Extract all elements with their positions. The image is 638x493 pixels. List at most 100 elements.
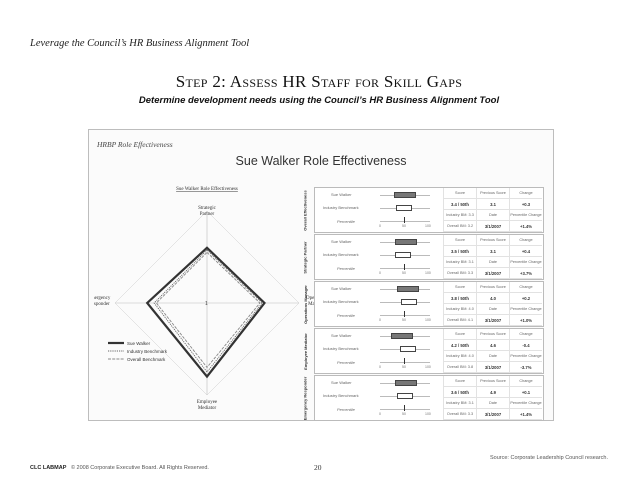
score-table-cell: Industry BM: 3.3 [443,210,476,221]
score-table-cell: Score [443,282,476,293]
percentile-label: Percentile [337,313,355,318]
score-table-cell: Industry BM: 4.0 [443,304,476,315]
percentile-marker [404,358,405,364]
tick-label: 100 [425,365,431,369]
percentile-label: Percentile [337,407,355,412]
tick-label: 0 [379,365,381,369]
score-table-cell: +0.3 [509,199,542,210]
score-table-cell: +0.4 [509,246,542,257]
score-table-cell: Overall BM: 3.3 [443,268,476,279]
benchmark-label: Industry Benchmark [323,299,359,304]
panel-category: Operations Manager [299,284,311,324]
benchmark-bar [396,205,412,211]
percentile-marker [404,405,405,411]
score-table-cell: 3/1/2007 [476,409,509,420]
score-bar [395,380,417,386]
page-number: 20 [314,463,322,472]
legend-label: Overall Benchmark [127,357,166,362]
score-bar [394,192,416,198]
score-table-cell: 3.5 / 50th [443,246,476,257]
score-table-cell: Previous Score [476,235,509,246]
score-table-cell: Change [509,188,542,199]
score-table-cell: 3.6 / 50th [443,387,476,398]
radar-axis-labels: StrategicPartnerOperationsManagerEmploye… [94,206,314,411]
tick-label: 100 [425,271,431,275]
percentile-axis [380,268,430,269]
score-table-cell: Score [443,329,476,340]
score-table-cell: Industry BM: 4.0 [443,351,476,362]
percentile-marker [404,264,405,270]
score-table-cell: Previous Score [476,282,509,293]
score-table-cell: +0.2 [509,293,542,304]
score-table-cell: Change [509,376,542,387]
person-label: Sue Walker [331,286,352,291]
score-table-cell: 3.8 / 50th [443,293,476,304]
panel-category: Overall Effectiveness [299,190,311,230]
tick-label: 50 [402,365,406,369]
tick-label: 50 [402,318,406,322]
score-table-cell: +1.0% [509,315,542,326]
score-table-cell: Overall BM: 3.3 [443,409,476,420]
score-table-cell: Score [443,235,476,246]
benchmark-label: Industry Benchmark [323,346,359,351]
score-table-cell: Percentile Change [509,257,542,268]
tick-label: 50 [402,224,406,228]
score-table-cell: Previous Score [476,188,509,199]
report-label: HRBP Role Effectiveness [97,140,173,149]
footer-brand: CLC LABMAP [30,465,67,471]
score-table-cell: Overall BM: 3.2 [443,221,476,232]
score-table-cell: Overall BM: 3.8 [443,362,476,373]
score-table-cell: Date [476,304,509,315]
person-label: Sue Walker [331,239,352,244]
benchmark-label: Industry Benchmark [323,393,359,398]
score-table-cell: Previous Score [476,329,509,340]
score-table-cell: Industry BM: 3.1 [443,257,476,268]
panel-category-label: Employee Mediator [302,332,308,370]
score-table-cell: Overall BM: 4.1 [443,315,476,326]
radar-outer-ring [114,210,300,396]
radar-chart: Sue Walker Role Effectiveness 1 Strategi… [94,187,314,411]
panel-category: Strategic Partner [299,237,311,277]
footer-copyright-text: © 2008 Corporate Executive Board. All Ri… [70,465,209,471]
score-table-cell: 3/1/2007 [476,268,509,279]
score-table-cell: Score [443,376,476,387]
panel-category-label: Operations Manager [302,284,308,324]
score-table-cell: 4.0 [476,293,509,304]
tick-label: 50 [402,271,406,275]
panel-category: Emergency Responder [299,376,311,420]
score-table-cell: 3/1/2007 [476,221,509,232]
score-table-cell: Change [509,282,542,293]
tick-label: 100 [425,224,431,228]
percentile-axis [380,315,430,316]
score-table-cell: 3/1/2007 [476,362,509,373]
score-table-cell: 4.2 / 50th [443,340,476,351]
percentile-axis [380,362,430,363]
radar-series-line [155,251,261,369]
percentile-marker [404,311,405,317]
tick-label: 0 [379,224,381,228]
score-table-cell: +1.4% [509,221,542,232]
score-table-cell: 3.4 / 50th [443,199,476,210]
score-table-cell: Change [509,235,542,246]
person-label: Sue Walker [331,192,352,197]
benchmark-bar [397,393,413,399]
legend-label: Industry Benchmark [127,349,168,354]
score-table-cell: Date [476,398,509,409]
tick-label: 0 [379,318,381,322]
radar-chart-title: Sue Walker Role Effectiveness [176,187,238,192]
percentile-marker [404,217,405,223]
benchmark-label: Industry Benchmark [323,252,359,257]
radar-grid [114,210,300,396]
percentile-label: Percentile [337,360,355,365]
step-title: Step 2: Assess HR Staff for Skill Gaps [175,72,463,91]
